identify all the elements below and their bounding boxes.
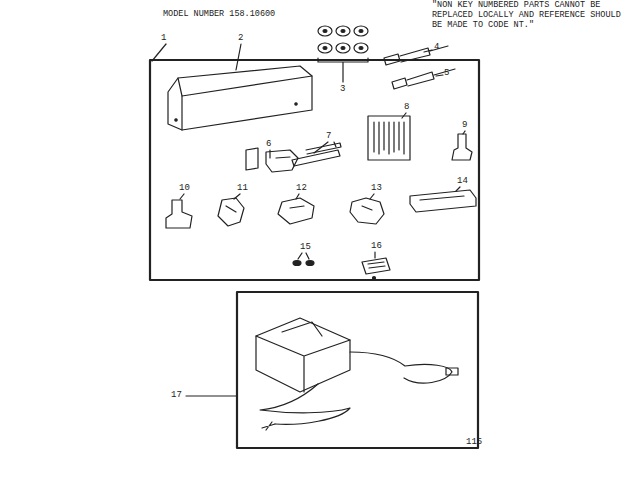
leader-line [436, 75, 443, 76]
callout-number: 2 [238, 33, 243, 43]
attachment-7 [292, 143, 341, 166]
callout-number: 8 [404, 102, 409, 112]
leader-line [298, 253, 309, 259]
callout-number: 115 [466, 437, 482, 447]
screwdrivers [384, 46, 455, 89]
callout-number: 4 [434, 42, 439, 52]
lower-frame [237, 292, 478, 448]
callout-number: 3 [340, 84, 345, 94]
tray-14 [410, 190, 476, 212]
model-number: MODEL NUMBER 158.10600 [163, 10, 275, 20]
leader-line [424, 50, 432, 52]
callout-number: 9 [462, 120, 467, 130]
callout-number: 16 [371, 241, 382, 251]
parts-note: "NON KEY NUMBERED PARTS CANNOT BE REPLAC… [432, 1, 628, 30]
callout-number: 11 [237, 183, 248, 193]
leader-line [236, 44, 241, 70]
leader-line [152, 44, 166, 61]
presser-feet [166, 198, 384, 228]
leader-line [269, 150, 270, 158]
callout-number: 12 [296, 183, 307, 193]
callout-number: 10 [179, 183, 190, 193]
leader-line [374, 252, 375, 258]
leader-line [456, 187, 460, 191]
callout-number: 15 [300, 242, 311, 252]
discs-15 [293, 261, 314, 266]
bobbins [318, 26, 368, 53]
leader-line [180, 194, 374, 199]
leader-line [314, 142, 336, 153]
attachment-6 [246, 148, 298, 172]
bracket-leader [318, 58, 368, 82]
callout-number: 1 [161, 33, 166, 43]
foot-control [256, 318, 458, 430]
needle-pack [368, 116, 410, 160]
callout-number: 6 [266, 139, 271, 149]
callout-number: 7 [326, 131, 331, 141]
leader-line [402, 113, 406, 118]
leader-line [186, 395, 236, 396]
upper-frame [150, 60, 479, 280]
callout-number: 14 [457, 176, 468, 186]
callout-number: 17 [171, 390, 182, 400]
accessory-case [168, 66, 312, 130]
plate-16 [362, 258, 390, 280]
presser-foot-9 [452, 134, 472, 160]
callout-number: 13 [371, 183, 382, 193]
callout-number: 5 [444, 68, 449, 78]
leader-line [463, 131, 465, 134]
